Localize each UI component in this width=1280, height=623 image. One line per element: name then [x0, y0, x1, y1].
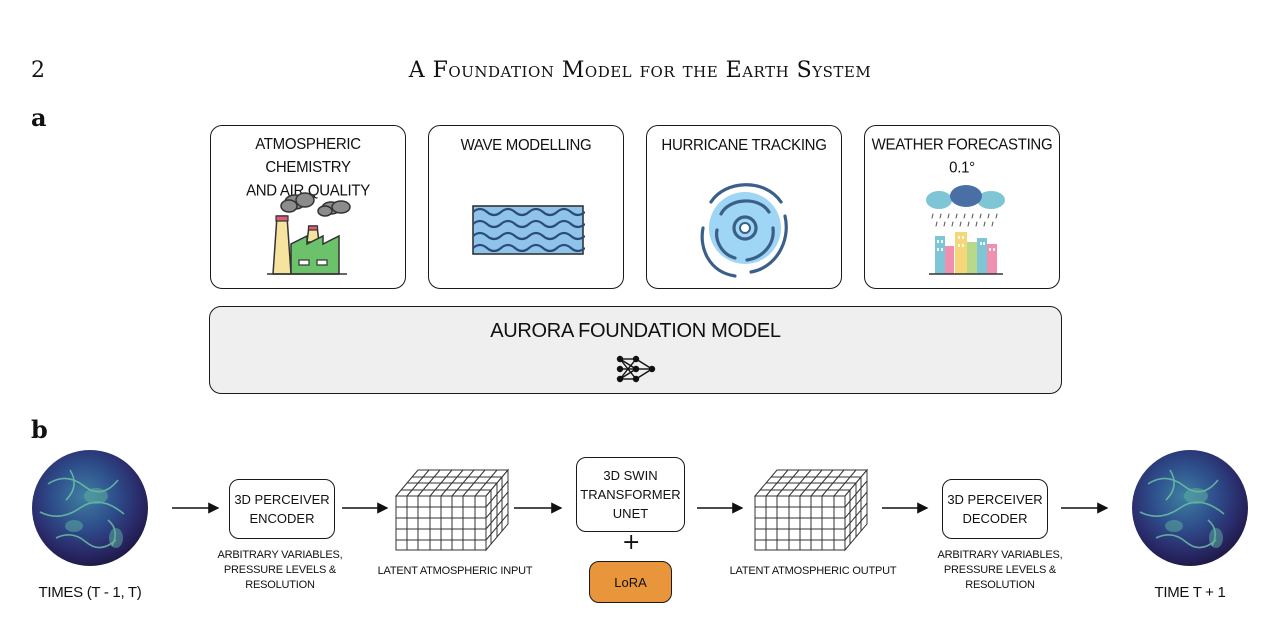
app-card-atmospheric-chemistry: ATMOSPHERIC CHEMISTRY AND AIR QUALITY: [210, 125, 406, 289]
pipeline-diagram: [32, 450, 1248, 566]
factory-icon: [267, 192, 351, 275]
city-rain-icon: [926, 185, 1005, 275]
app-card-title: ATMOSPHERIC CHEMISTRY AND AIR QUALITY: [246, 135, 370, 200]
encoder-box: 3D PERCEIVER ENCODER: [229, 479, 335, 539]
panel-label-b: b: [31, 415, 48, 444]
panel-label-a: a: [31, 103, 47, 132]
latent-output-grid-icon: [753, 468, 869, 552]
encoder-caption: ARBITRARY VARIABLES, PRESSURE LEVELS & R…: [217, 549, 343, 591]
neural-network-icon: [616, 355, 656, 383]
decoder-caption: ARBITRARY VARIABLES, PRESSURE LEVELS & R…: [937, 549, 1063, 591]
latent-input-caption: LATENT ATMOSPHERIC INPUT: [377, 565, 533, 577]
app-card-title: WAVE MODELLING: [460, 136, 592, 155]
output-time-caption: TIME T + 1: [1154, 584, 1226, 601]
app-card-title: WEATHER FORECASTING 0.1°: [871, 136, 1053, 177]
foundation-model-title: AURORA FOUNDATION MODEL: [490, 320, 781, 342]
app-card-wave-modelling: WAVE MODELLING: [428, 125, 624, 289]
plus-sign: +: [622, 530, 641, 555]
output-globe-icon: [1132, 450, 1248, 566]
swin-unet-box: 3D SWIN TRANSFORMER UNET: [576, 457, 685, 532]
latent-input-grid-icon: [394, 468, 510, 552]
input-times-caption: TIMES (T - 1, T): [38, 584, 142, 601]
input-globe-icon: [32, 450, 148, 566]
waves-icon: [472, 205, 585, 255]
page-title: A Foundation Model for the Earth System: [408, 58, 872, 83]
hurricane-icon: [700, 183, 788, 278]
page-number: 2: [31, 58, 45, 83]
lora-box: LoRA: [589, 561, 672, 603]
app-card-weather-forecasting: WEATHER FORECASTING 0.1°: [864, 125, 1060, 289]
app-card-hurricane-tracking: HURRICANE TRACKING: [646, 125, 842, 289]
latent-output-caption: LATENT ATMOSPHERIC OUTPUT: [729, 565, 897, 577]
decoder-box: 3D PERCEIVER DECODER: [942, 479, 1048, 539]
app-card-title: HURRICANE TRACKING: [661, 136, 827, 155]
foundation-model-box: AURORA FOUNDATION MODEL: [209, 306, 1062, 394]
